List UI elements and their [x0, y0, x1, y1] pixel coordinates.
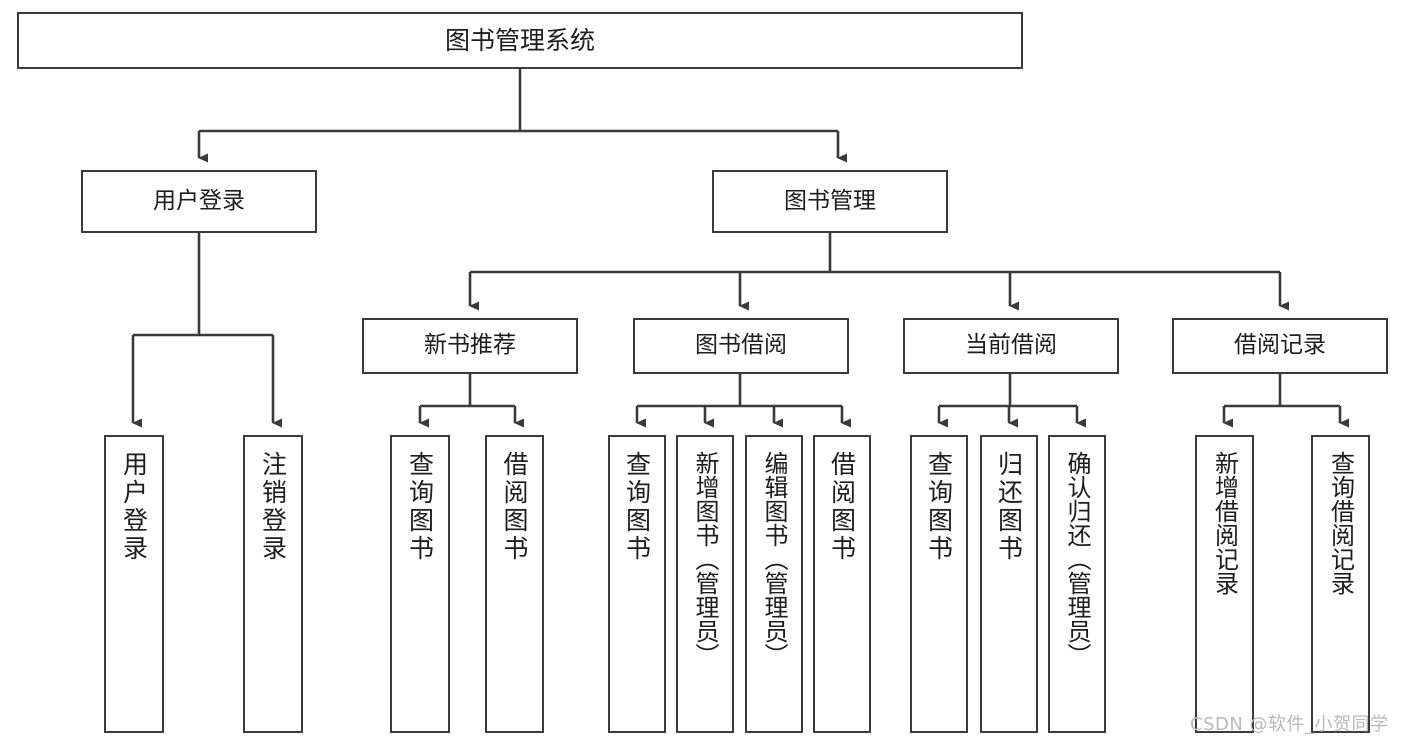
node-leaf-edit-book-admin[interactable]: 编辑图书（管理员） — [745, 435, 803, 733]
node-book-mgmt-label: 图书管理 — [784, 187, 876, 214]
node-leaf-query-book-newbook[interactable]: 查询图书 — [390, 435, 450, 733]
node-borrow[interactable]: 图书借阅 — [633, 318, 849, 374]
node-leaf-add-book-admin-label: 新增图书（管理员） — [691, 451, 719, 667]
node-leaf-return-book-label: 归还图书 — [994, 451, 1024, 563]
node-new-book[interactable]: 新书推荐 — [362, 318, 578, 374]
node-user-login[interactable]: 用户登录 — [81, 170, 317, 233]
node-leaf-query-book-current[interactable]: 查询图书 — [910, 435, 968, 733]
node-leaf-user-login-label: 用户登录 — [119, 451, 149, 563]
node-borrow-record-label: 借阅记录 — [1234, 332, 1326, 359]
node-leaf-add-borrow-record[interactable]: 新增借阅记录 — [1195, 435, 1254, 733]
node-root[interactable]: 图书管理系统 — [17, 12, 1023, 69]
node-leaf-query-book-current-label: 查询图书 — [924, 451, 954, 563]
node-leaf-borrow-book-newbook[interactable]: 借阅图书 — [485, 435, 544, 733]
node-user-login-label: 用户登录 — [153, 187, 245, 214]
node-root-label: 图书管理系统 — [444, 25, 595, 55]
node-leaf-return-book[interactable]: 归还图书 — [980, 435, 1038, 733]
node-new-book-label: 新书推荐 — [424, 332, 516, 359]
node-leaf-edit-book-admin-label: 编辑图书（管理员） — [760, 451, 788, 667]
node-book-mgmt[interactable]: 图书管理 — [712, 170, 948, 233]
node-leaf-user-login[interactable]: 用户登录 — [104, 435, 164, 733]
node-leaf-borrow-book[interactable]: 借阅图书 — [813, 435, 871, 733]
node-leaf-confirm-return-admin[interactable]: 确认归还（管理员） — [1048, 435, 1106, 733]
node-leaf-query-book-borrow[interactable]: 查询图书 — [608, 435, 666, 733]
watermark: CSDN @软件_小贺同学 — [1190, 714, 1389, 735]
node-current-borrow[interactable]: 当前借阅 — [903, 318, 1119, 374]
node-borrow-record[interactable]: 借阅记录 — [1172, 318, 1388, 374]
node-leaf-add-book-admin[interactable]: 新增图书（管理员） — [676, 435, 734, 733]
node-current-borrow-label: 当前借阅 — [965, 332, 1057, 359]
node-leaf-query-book-borrow-label: 查询图书 — [622, 451, 652, 563]
node-leaf-query-borrow-record-label: 查询借阅记录 — [1326, 451, 1355, 595]
node-leaf-confirm-return-admin-label: 确认归还（管理员） — [1063, 451, 1091, 667]
node-leaf-query-book-newbook-label: 查询图书 — [405, 451, 435, 563]
node-leaf-add-borrow-record-label: 新增借阅记录 — [1210, 451, 1239, 595]
node-borrow-label: 图书借阅 — [695, 332, 787, 359]
node-leaf-logout[interactable]: 注销登录 — [243, 435, 303, 733]
node-leaf-borrow-book-newbook-label: 借阅图书 — [500, 451, 529, 563]
node-leaf-query-borrow-record[interactable]: 查询借阅记录 — [1311, 435, 1370, 733]
node-leaf-borrow-book-label: 借阅图书 — [827, 451, 857, 563]
node-leaf-logout-label: 注销登录 — [258, 451, 288, 563]
